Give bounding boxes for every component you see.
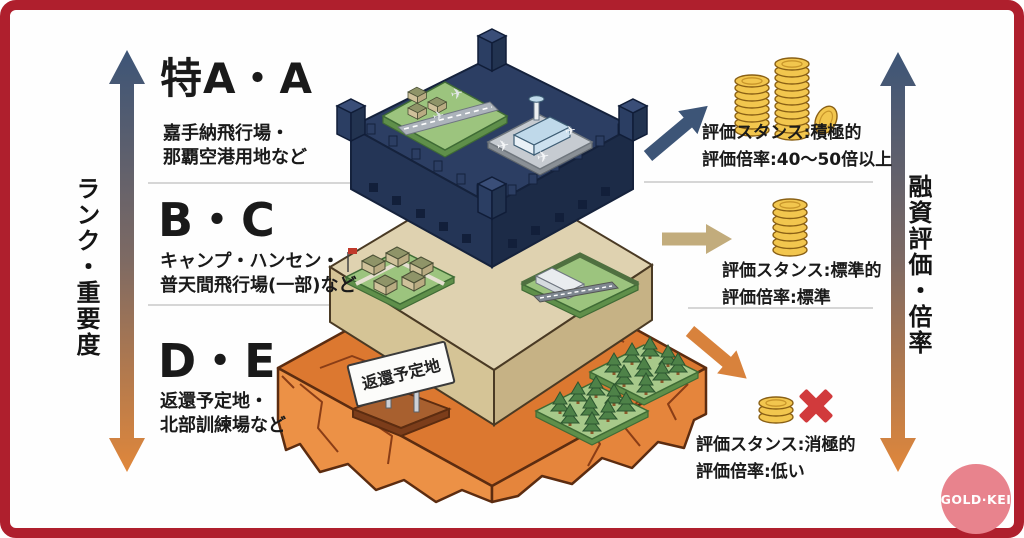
tier-3-evaluation: 評価スタンス:消極的 評価倍率:低い (696, 432, 855, 486)
tier-1-desc: 嘉手納飛行場・ 那覇空港用地など (163, 122, 307, 170)
tier-3-rank: D・E (158, 334, 277, 388)
divider (688, 307, 873, 309)
logo-text: GOLD·KEI (940, 491, 1012, 507)
plane-icon: ✈ (449, 83, 466, 104)
tier-1-multiplier: 評価倍率:40〜50倍以上 (702, 150, 893, 170)
plane-icon: ✈ (495, 136, 511, 156)
airfield-platform: ✈ ✈ (381, 81, 509, 158)
divider (148, 304, 354, 306)
tier-3-stance: 評価スタンス:消極的 (696, 435, 856, 455)
tier-3-desc-line1: 返還予定地・ (160, 391, 268, 412)
arrow-right-icon (662, 224, 732, 254)
arrow-down-right-icon (685, 326, 747, 379)
castle-towers (335, 28, 649, 221)
tier-3-multiplier: 評価倍率:低い (696, 462, 805, 482)
arrow-up-right-icon (643, 105, 708, 161)
tier-1-stance: 評価スタンス:積極的 (702, 123, 862, 143)
coins-large (734, 57, 838, 141)
left-axis-label: ランク・重要度 (72, 176, 100, 358)
tier-1-desc-line1: 嘉手納飛行場・ (163, 123, 289, 144)
tier-1-desc-line2: 那覇空港用地など (163, 146, 307, 168)
plane-icon: ✈ (535, 147, 551, 167)
forest-platforms (534, 336, 700, 446)
tier-2-multiplier: 評価倍率:標準 (722, 288, 831, 308)
tier-2-stance: 評価スタンス:標準的 (722, 261, 882, 281)
right-axis-label: 融資評価・倍率 (904, 174, 932, 356)
camp-platform (344, 246, 456, 311)
tier-2-rank: B・C (158, 193, 276, 247)
airport-platform: ✈ ✈ ✈ (486, 95, 594, 176)
tier-2-desc-line2: 普天間飛行場(一部)など (160, 274, 357, 296)
tier-1-evaluation: 評価スタンス:積極的 評価倍率:40〜50倍以上 (702, 120, 892, 174)
coins-small (758, 396, 794, 424)
return-sign: 返還予定地 (346, 340, 456, 438)
rank-axis-arrow (109, 50, 145, 472)
cross-icon (799, 389, 833, 423)
runway-platform (520, 252, 640, 319)
control-tower-icon (533, 99, 540, 121)
castle-windows (369, 183, 610, 248)
tier-3-desc-line2: 北部訓練場など (160, 414, 286, 436)
divider (148, 182, 354, 184)
tier-1-rank: 特A・A (160, 54, 314, 103)
tier-2-desc-line1: キャンプ・ハンセン・ (160, 251, 340, 272)
tier-3-desc: 返還予定地・ 北部訓練場など (160, 390, 286, 438)
tier-2-desc: キャンプ・ハンセン・ 普天間飛行場(一部)など (160, 250, 356, 298)
plane-icon: ✈ (564, 123, 578, 140)
plane-icon: ✈ (431, 108, 446, 126)
divider (644, 181, 873, 183)
red-flag-icon (348, 248, 357, 254)
coins-medium (772, 198, 808, 257)
valuation-axis-arrow (880, 52, 916, 472)
logo-badge: GOLD·KEI (941, 464, 1011, 534)
tier-2-evaluation: 評価スタンス:標準的 評価倍率:標準 (722, 258, 881, 312)
